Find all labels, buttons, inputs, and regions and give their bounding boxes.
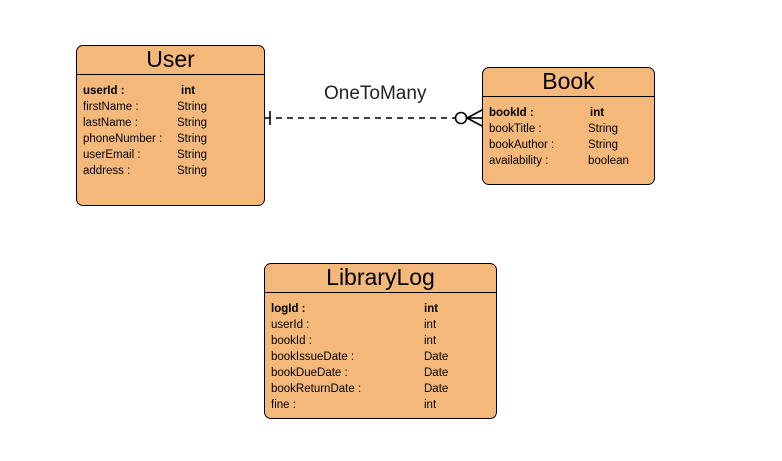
attribute-name: bookAuthor : [489,139,555,151]
attribute-name: bookTitle : [489,123,542,135]
attribute-type: int [424,399,437,411]
attribute-type: String [177,165,208,177]
attribute-row: bookReturnDate : Date [271,381,496,397]
attribute-row: bookTitle : String [489,121,654,137]
attribute-row: availability : boolean [489,153,654,169]
attribute-type: String [588,123,619,135]
attribute-type: int [424,335,437,347]
attribute-type: int [424,303,439,315]
attribute-type: String [177,117,208,129]
attribute-list: userId : int firstName : String lastName : St… [77,75,264,179]
attribute-type: Date [424,367,449,379]
attribute-list: logId : int userId : int bookId : int bookIssu… [265,293,496,413]
attribute-type: String [588,139,619,151]
attribute-row: address : String [83,163,264,179]
attribute-row: userId : int [271,317,496,333]
primary-key-row: logId : int [271,301,496,317]
attribute-type: String [177,149,208,161]
attribute-name: bookReturnDate : [271,383,362,395]
primary-key-row: userId : int [83,83,264,99]
attribute-name: phoneNumber : [83,133,163,145]
attribute-name: firstName : [83,101,139,113]
attribute-name: userId : [271,319,310,331]
attribute-row: bookAuthor : String [489,137,654,153]
attribute-name: lastName : [83,117,138,129]
attribute-row: lastName : String [83,115,264,131]
entity-title: LibraryLog [265,264,496,293]
relationship-label: OneToMany [324,83,427,104]
attribute-type: Date [424,383,449,395]
attribute-type: String [177,101,208,113]
attribute-name: bookDueDate : [271,367,348,379]
attribute-type: boolean [588,155,629,167]
attribute-type: int [590,107,605,119]
attribute-row: bookId : int [271,333,496,349]
attribute-name: userEmail : [83,149,141,161]
attribute-row: bookDueDate : Date [271,365,496,381]
attribute-row: phoneNumber : String [83,131,264,147]
attribute-type: int [181,85,196,97]
zero-cardinality-circle [454,111,468,125]
attribute-name: fine : [271,399,296,411]
attribute-name: address : [83,165,131,177]
entity-title: User [77,46,264,75]
attribute-name: userId : [83,85,125,97]
attribute-name: bookId : [271,335,312,347]
attribute-name: bookId : [489,107,534,119]
attribute-row: bookIssueDate : Date [271,349,496,365]
attribute-name: bookIssueDate : [271,351,355,363]
attribute-row: firstName : String [83,99,264,115]
attribute-name: logId : [271,303,306,315]
primary-key-row: bookId : int [489,105,654,121]
crows-foot-mark [466,109,483,127]
attribute-row: userEmail : String [83,147,264,163]
attribute-type: String [177,133,208,145]
attribute-row: fine : int [271,397,496,413]
attribute-name: availability : [489,155,549,167]
entity-title: Book [483,68,654,97]
attribute-type: int [424,319,437,331]
attribute-type: Date [424,351,449,363]
